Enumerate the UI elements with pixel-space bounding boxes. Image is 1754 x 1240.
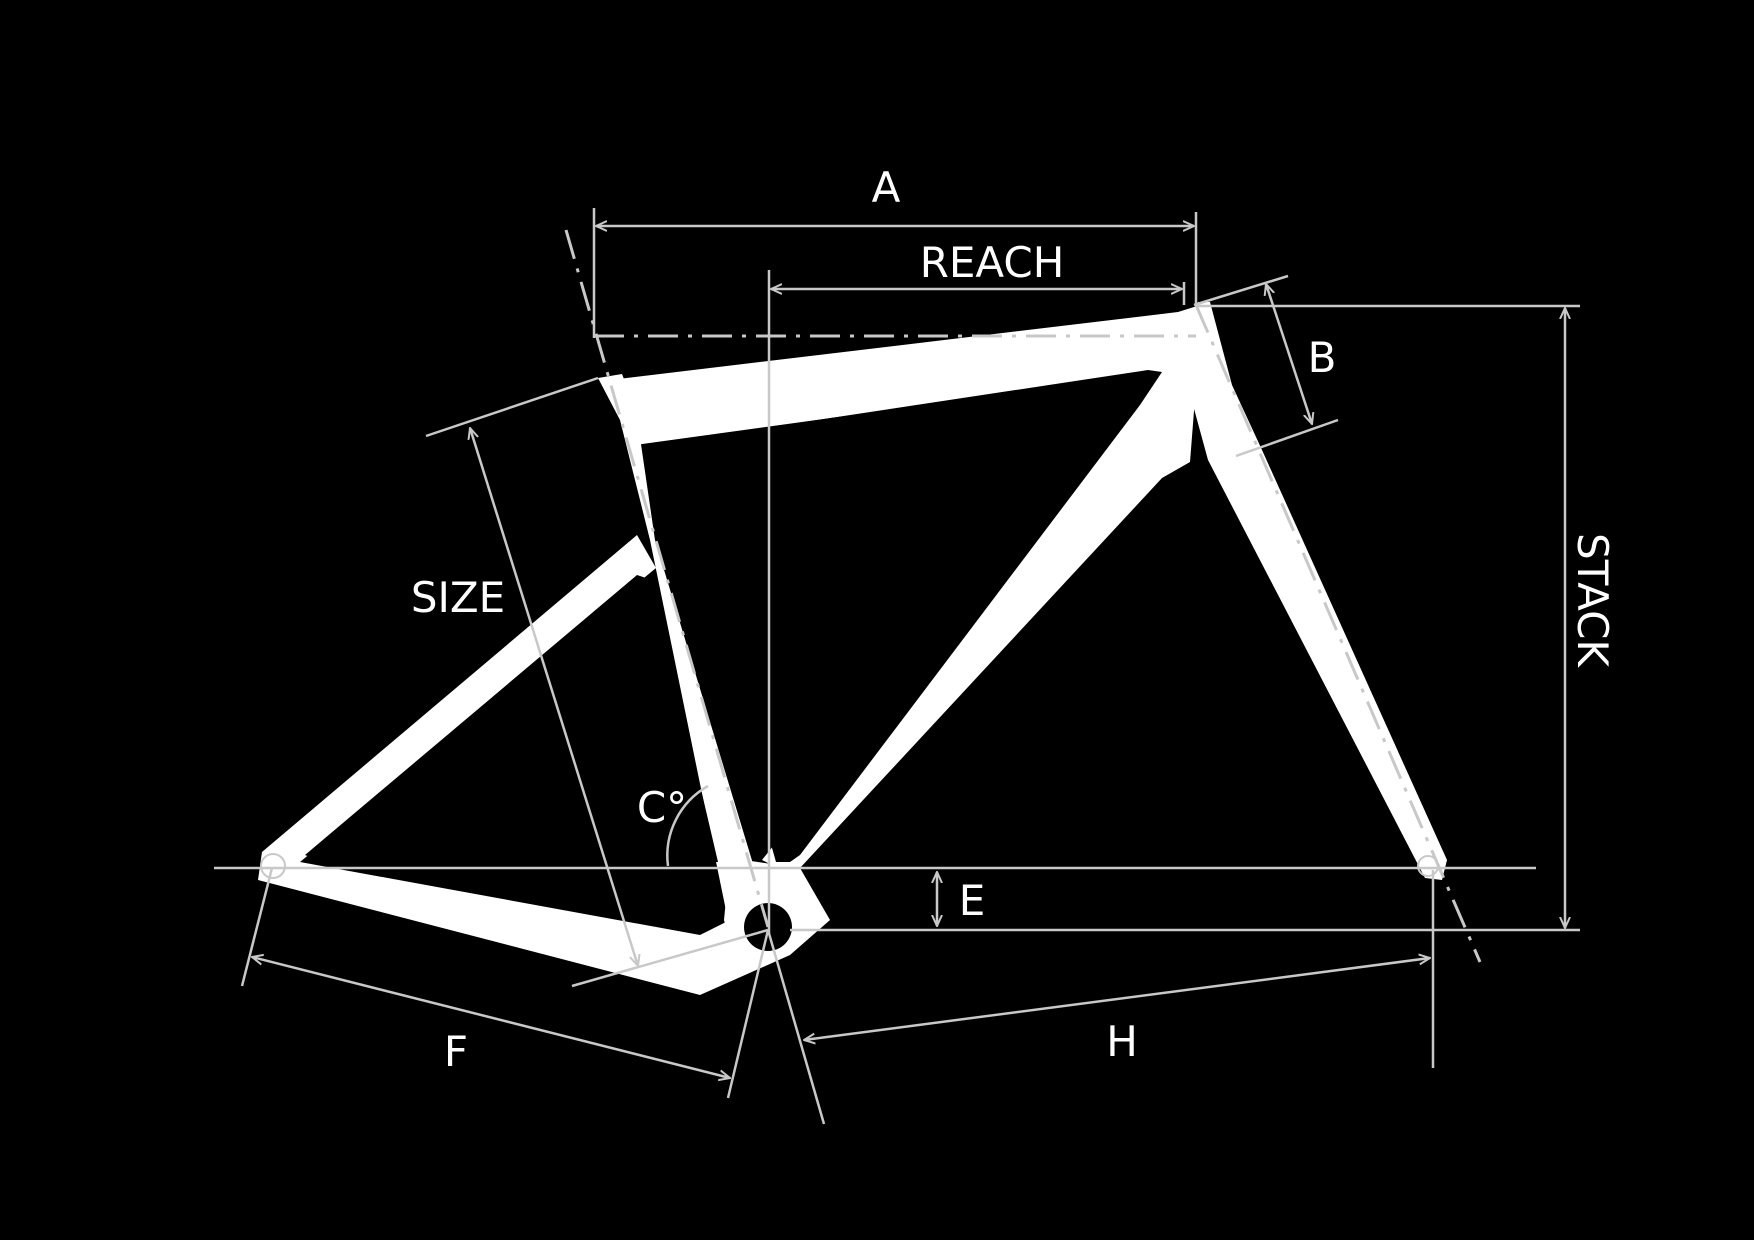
seat-tube-axis: [564, 229, 770, 928]
fork: [1178, 302, 1447, 880]
chain-stay: [258, 852, 790, 995]
head-tube-axis: [1194, 304, 1482, 963]
front-triangle-cutout: [652, 370, 1162, 862]
centerlines: [564, 229, 1482, 963]
dim-f-ext-right: [726, 929, 770, 1099]
dim-size-line: [470, 428, 638, 966]
label-stack: STACK: [1568, 533, 1617, 668]
rear-dropout: [260, 853, 286, 879]
dim-b-ext-top: [1193, 274, 1289, 307]
dim-c-arc: [666, 784, 709, 867]
label-e: E: [959, 876, 986, 925]
dim-size-ext-top: [425, 376, 599, 438]
bike-frame: [258, 302, 1447, 995]
label-reach: REACH: [920, 238, 1065, 287]
dimension-lines: [214, 208, 1580, 1125]
labels: A REACH B SIZE STACK C° E F H: [411, 163, 1617, 1076]
label-h: H: [1106, 1017, 1138, 1066]
top-tube: [610, 302, 1210, 445]
label-size: SIZE: [411, 573, 505, 622]
dim-b-ext-bottom: [1235, 418, 1339, 458]
label-f: F: [444, 1027, 468, 1076]
label-a: A: [872, 163, 901, 212]
dim-f-line: [252, 957, 730, 1078]
dim-f-ext-left: [240, 867, 274, 987]
dim-h-ext-left: [766, 929, 826, 1125]
label-b: B: [1308, 333, 1337, 382]
dim-b-line: [1266, 284, 1312, 424]
seat-tube: [598, 374, 770, 930]
label-c-angle: C°: [637, 783, 687, 832]
dim-h-line: [804, 958, 1430, 1040]
